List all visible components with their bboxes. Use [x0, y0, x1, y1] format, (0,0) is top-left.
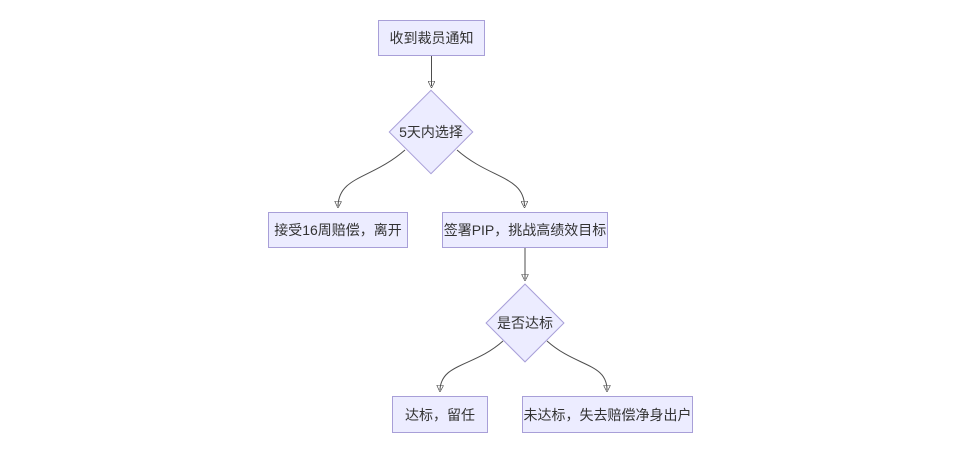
- edge-target-to-stay: [440, 340, 504, 390]
- node-fail-lose-severance: 未达标，失去赔偿净身出户: [522, 396, 693, 433]
- node-layoff-notice: 收到裁员通知: [378, 20, 485, 56]
- decision-choose-label: 5天内选择: [399, 124, 463, 140]
- node-layoff-notice-label: 收到裁员通知: [389, 30, 474, 46]
- node-fail-lose-severance-label: 未达标，失去赔偿净身出户: [523, 406, 692, 423]
- edge-choice-to-severance: [338, 149, 406, 206]
- decision-choose-within-5-days: 5天内选择: [388, 89, 474, 175]
- node-sign-pip-label: 签署PIP，挑战高绩效目标: [443, 222, 607, 238]
- node-sign-pip: 签署PIP，挑战高绩效目标: [442, 212, 608, 248]
- node-accept-severance-leave: 接受16周赔偿，离开: [268, 212, 408, 248]
- node-accept-severance-label: 接受16周赔偿，离开: [274, 222, 402, 238]
- node-meet-target-stay: 达标，留任: [392, 396, 488, 433]
- decision-meet-target: 是否达标: [485, 283, 565, 363]
- edge-target-to-out: [546, 340, 607, 390]
- node-meet-target-stay-label: 达标，留任: [405, 406, 475, 423]
- edge-choice-to-pip: [456, 149, 525, 206]
- decision-meet-target-label: 是否达标: [497, 315, 553, 331]
